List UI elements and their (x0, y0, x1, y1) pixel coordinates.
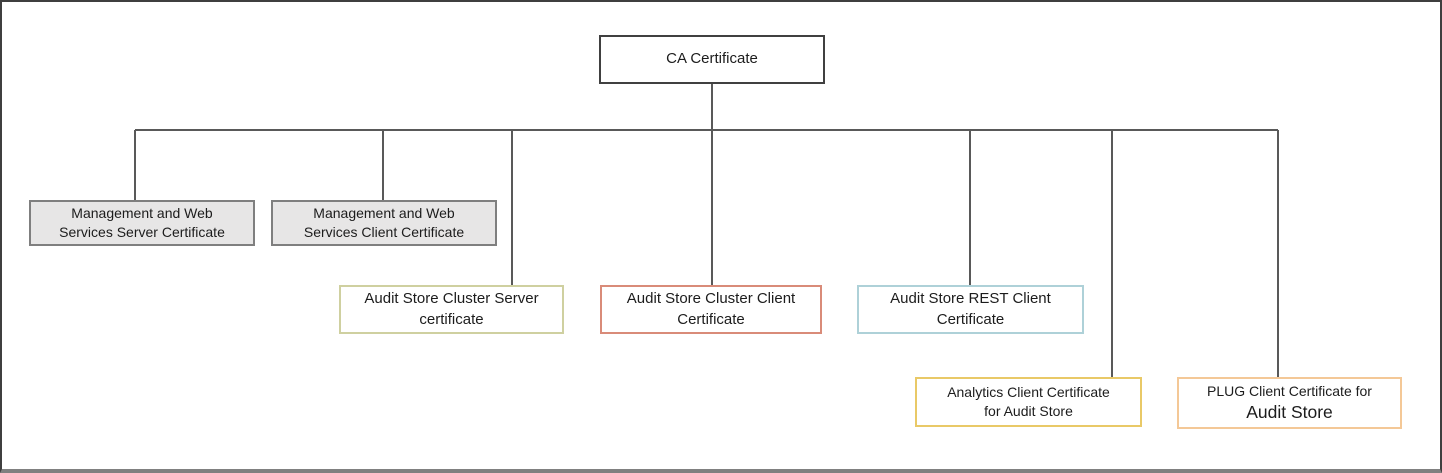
node-label-line: Analytics Client Certificate (947, 384, 1110, 401)
node-label-line: Management and Web (313, 205, 455, 222)
node-audit-store-cluster-client-certificate: Audit Store Cluster Client Certificate (600, 285, 822, 334)
node-label-line: Certificate (677, 310, 745, 328)
node-label-line: Management and Web (71, 205, 213, 222)
node-ca-certificate-label: CA Certificate (666, 50, 758, 68)
node-label-line: Audit Store Cluster Server (364, 290, 539, 308)
node-label-line: Services Client Certificate (303, 224, 465, 240)
node-label-line: Audit Store (1246, 401, 1333, 422)
node-audit-store-rest-client-certificate: Audit Store REST Client Certificate (857, 285, 1084, 334)
node-label-line: Certificate (936, 310, 1005, 328)
node-label-line: PLUG Client Certificate for (1207, 382, 1372, 399)
node-plug-client-certificate-for-audit-store: PLUG Client Certificate for Audit Store (1177, 377, 1402, 429)
node-audit-store-cluster-server-certificate: Audit Store Cluster Server certificate (339, 285, 564, 334)
node-label-line: Audit Store Cluster Client (626, 290, 796, 308)
node-management-web-services-server-certificate: Management and Web Services Server Certi… (29, 200, 255, 246)
node-label-line: Services Server Certificate (59, 224, 225, 240)
node-ca-certificate: CA Certificate (599, 35, 825, 84)
node-management-web-services-client-certificate: Management and Web Services Client Certi… (271, 200, 497, 246)
node-label-line: certificate (419, 310, 484, 328)
node-label-line: for Audit Store (984, 403, 1073, 419)
node-analytics-client-certificate-for-audit-store: Analytics Client Certificate for Audit S… (915, 377, 1142, 427)
node-label-line: Audit Store REST Client (890, 290, 1051, 308)
